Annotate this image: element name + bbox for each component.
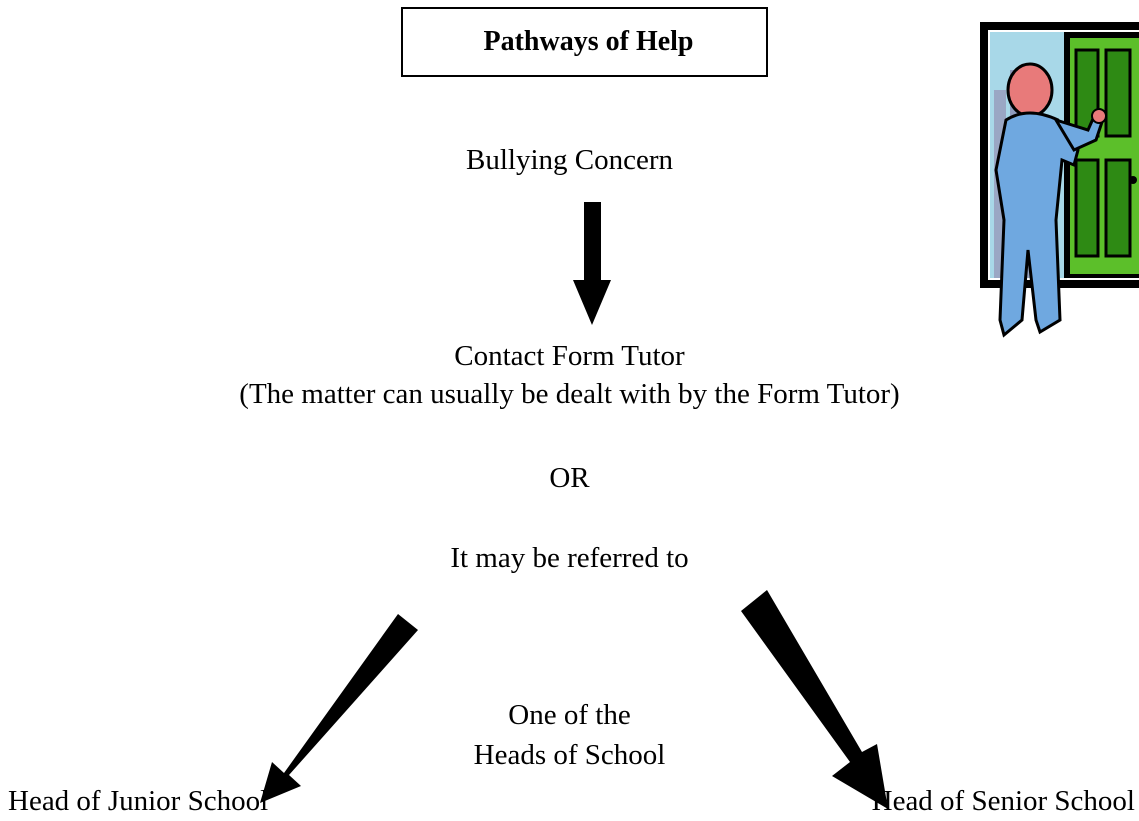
node-or: OR [549,462,590,494]
node-contact-form-tutor: Contact Form Tutor [454,340,685,372]
arrow-down-left [260,614,418,803]
node-contact-form-tutor-note: (The matter can usually be dealt with by… [239,378,900,410]
node-bullying-concern: Bullying Concern [465,144,673,176]
arrow-down-right [741,590,888,809]
title-box: Pathways of Help [401,7,768,77]
node-head-junior-school: Head of Junior School [8,785,269,817]
node-referred-to: It may be referred to [450,542,689,574]
arrow-down [573,202,611,325]
node-one-of-the: One of the [508,699,631,731]
node-head-senior-school: Head of Senior School [871,785,1135,817]
diagram-title: Pathways of Help [483,26,694,57]
node-heads-of-school: Heads of School [473,739,666,771]
person-opening-door-icon [980,22,1139,338]
